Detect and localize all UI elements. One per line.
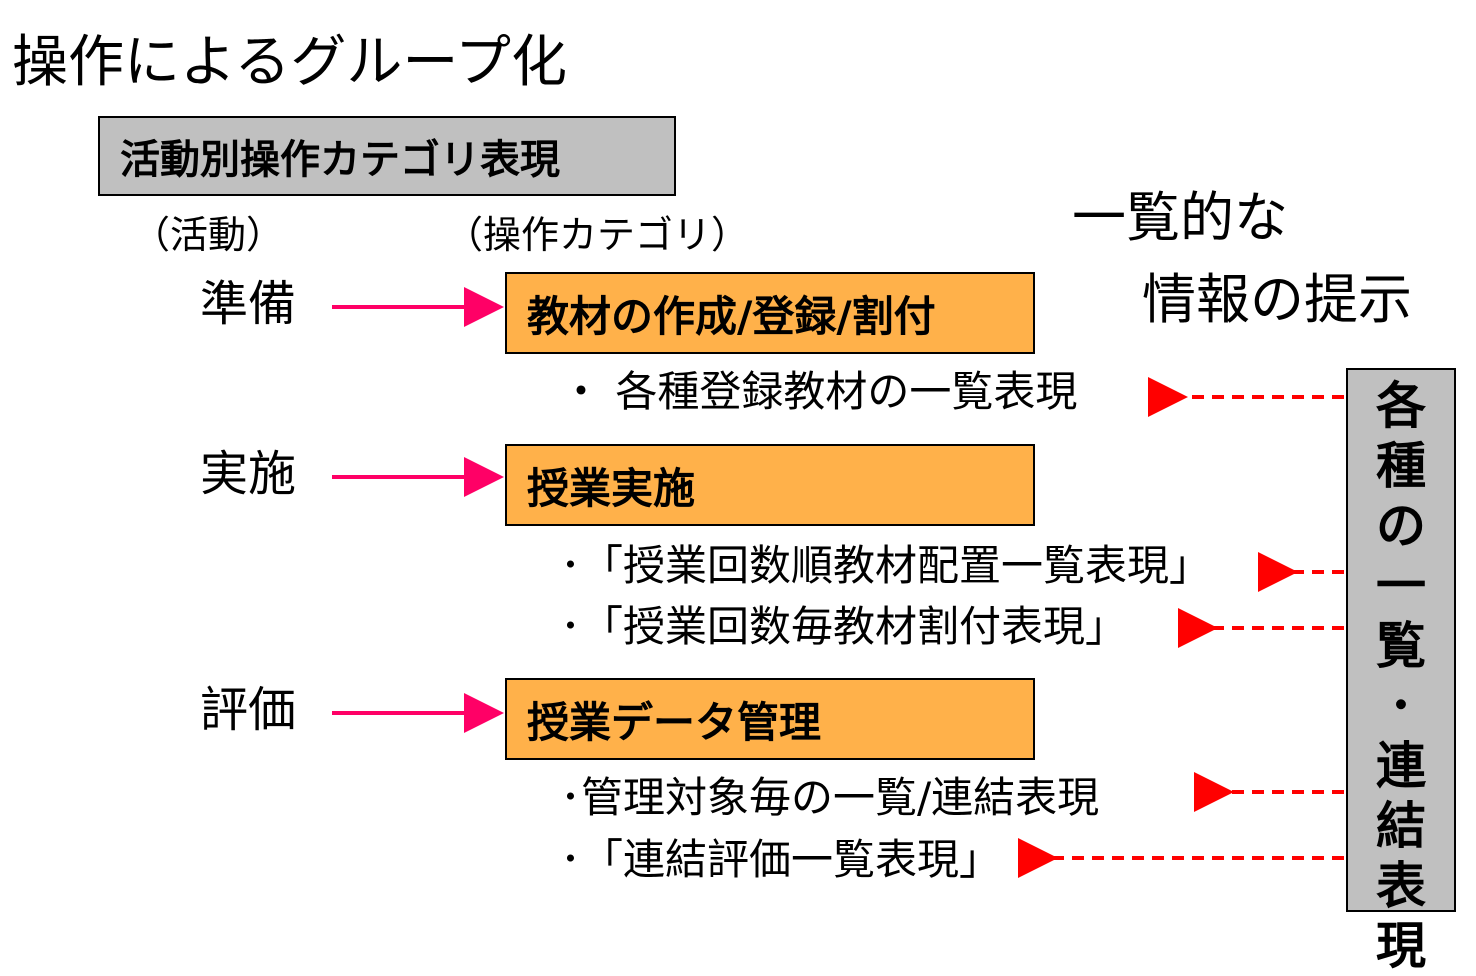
operation-box-materials: 教材の作成/登録/割付 (505, 272, 1035, 354)
operation-box-class: 授業実施 (505, 444, 1035, 526)
list-item: ･管理対象毎の一覧/連結表現 (560, 773, 1100, 822)
operation-box-data: 授業データ管理 (505, 678, 1035, 760)
operation-label: 授業データ管理 (527, 697, 822, 747)
operation-label: 教材の作成/登録/割付 (527, 291, 936, 341)
activity-column-label: （活動） (132, 213, 285, 257)
arrows-layer (332, 287, 1344, 878)
vertical-char: 覧 (1376, 617, 1426, 675)
page-title: 操作によるグループ化 (12, 30, 567, 95)
list-item: ･「授業回数毎教材割付表現」 (560, 602, 1128, 651)
list-item: ･「授業回数順教材配置一覧表現」 (560, 541, 1212, 590)
vertical-char: ･ (1388, 677, 1414, 735)
vertical-char: 一 (1376, 557, 1426, 615)
side-heading-line2: 情報の提示 (1142, 268, 1412, 331)
operation-label: 授業実施 (527, 463, 696, 513)
vertical-char: 各 (1376, 377, 1426, 435)
activity-conduct: 実施 (200, 446, 297, 502)
category-header-label: 活動別操作カテゴリ表現 (120, 137, 560, 183)
activity-prep: 準備 (200, 276, 297, 332)
vertical-char: 種 (1376, 437, 1426, 495)
vertical-char: の (1376, 497, 1426, 555)
operation-column-label: （操作カテゴリ） (445, 213, 750, 257)
vertical-char: 連 (1376, 737, 1426, 795)
list-item: ・ 各種登録教材の一覧表現 (560, 367, 1078, 416)
vertical-char: 結 (1376, 797, 1426, 855)
side-heading-line1: 一覧的な (1072, 186, 1288, 249)
activity-evaluate: 評価 (200, 682, 297, 738)
category-header-box: 活動別操作カテゴリ表現 (98, 116, 676, 196)
vertical-char: 表 (1376, 857, 1426, 915)
list-item: ･「連結評価一覧表現」 (560, 835, 1002, 884)
vertical-list-box: 各 種 の 一 覧 ･ 連 結 表 現 (1346, 368, 1456, 975)
